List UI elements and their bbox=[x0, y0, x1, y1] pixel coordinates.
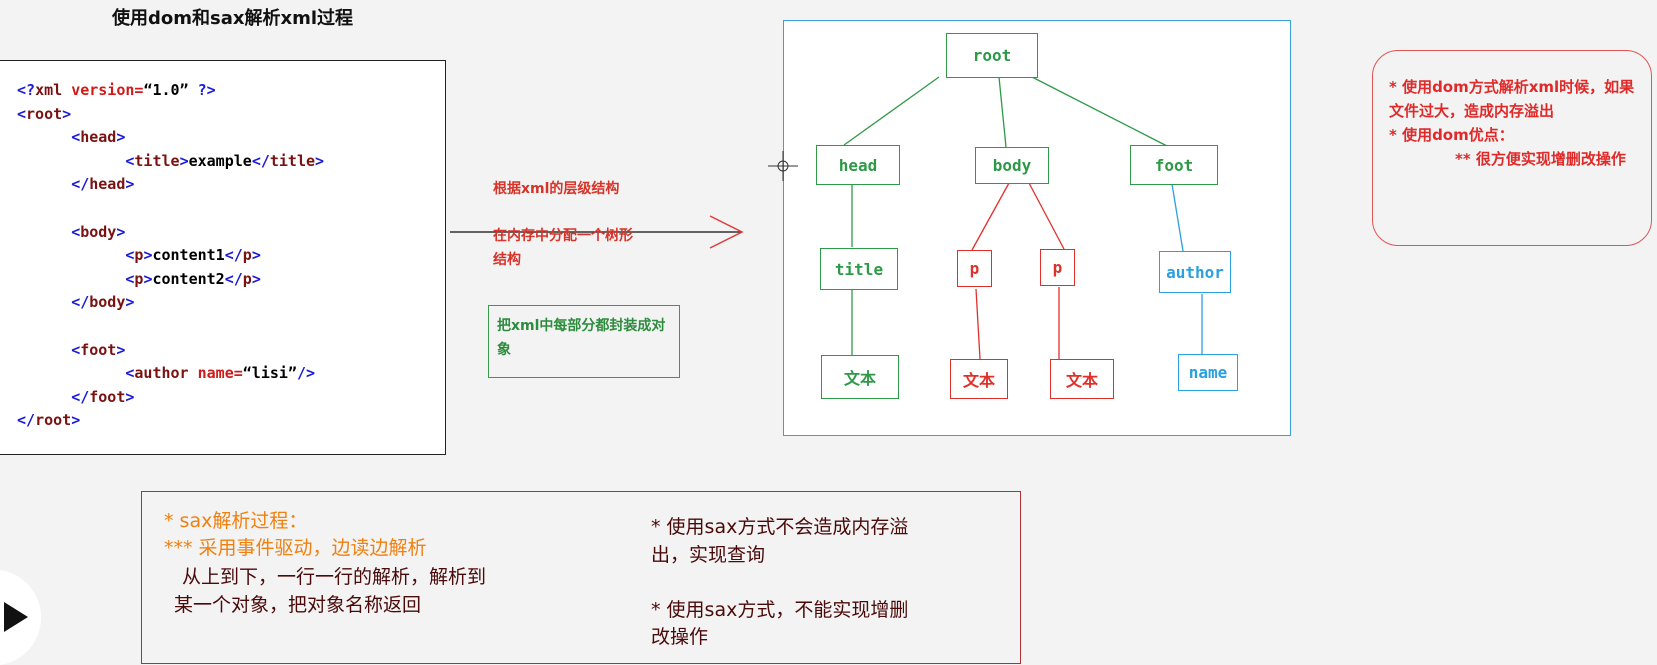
crosshair-cursor-icon bbox=[768, 151, 798, 181]
page-title: 使用dom和sax解析xml过程 bbox=[112, 8, 354, 29]
tree-node-text2: 文本 bbox=[950, 359, 1008, 399]
edge-p1-text bbox=[975, 288, 981, 360]
tree-node-body: body bbox=[975, 147, 1049, 184]
xml-code-line: <body> bbox=[71, 222, 126, 241]
xml-code-line: <root> bbox=[17, 104, 72, 123]
sax-desc-line1: 从上到下，一行一行的解析，解析到 bbox=[182, 566, 487, 588]
tree-node-p2: p bbox=[1040, 249, 1075, 286]
xml-code-line: </root> bbox=[17, 411, 81, 430]
sax-limitation-line1: * 使用sax方式，不能实现增删 bbox=[651, 599, 909, 621]
encapsulate-objects-text: 把xml中每部分都封装成对象 bbox=[497, 318, 666, 358]
hierarchy-note: 根据xml的层级结构 bbox=[493, 181, 620, 197]
xml-code-line: <head> bbox=[71, 128, 126, 147]
xml-code-line: <title>example</title> bbox=[125, 151, 325, 170]
encapsulate-objects-box: 把xml中每部分都封装成对象 bbox=[488, 305, 680, 378]
xml-code-line: </head> bbox=[71, 175, 135, 194]
sax-notes-box: * sax解析过程： *** 采用事件驱动，边读边解析 从上到下，一行一行的解析… bbox=[141, 491, 1021, 664]
edge-root-head bbox=[843, 76, 940, 146]
xml-code-box: <?xml version=“1.0” ?> <root> <head> <tit… bbox=[0, 60, 446, 455]
tree-edges bbox=[843, 76, 1203, 360]
tree-node-text3: 文本 bbox=[1050, 359, 1114, 399]
tree-node-name: name bbox=[1178, 354, 1238, 391]
sax-limitation-line2: 改操作 bbox=[651, 626, 709, 648]
memory-tree-note-line2: 结构 bbox=[493, 252, 521, 268]
xml-code-line: </foot> bbox=[71, 387, 135, 406]
dom-tree-panel: root head body foot title p p author 文本 … bbox=[783, 20, 1291, 436]
edge-root-body bbox=[998, 76, 1007, 148]
dom-note-crud: ** 很方便实现增删改操作 bbox=[1455, 150, 1626, 168]
xml-code-line: <author name=“lisi”/> bbox=[125, 364, 316, 383]
dom-notes-box: * 使用dom方式解析xml时候，如果文件过大，造成内存溢出 * 使用dom优点… bbox=[1372, 50, 1652, 246]
tree-node-head: head bbox=[816, 145, 900, 185]
tree-node-text1: 文本 bbox=[821, 355, 899, 399]
edge-root-foot bbox=[1031, 76, 1170, 148]
edge-foot-author bbox=[1171, 183, 1184, 252]
tree-node-foot: foot bbox=[1130, 145, 1218, 185]
sax-advantage-line1: * 使用sax方式不会造成内存溢 bbox=[651, 516, 909, 538]
xml-code-line: <foot> bbox=[71, 340, 126, 359]
memory-tree-note-line1: 在内存中分配一个树形 bbox=[493, 228, 633, 244]
dom-note-memory: * 使用dom方式解析xml时候，如果文件过大，造成内存溢出 bbox=[1389, 78, 1635, 120]
edge-body-p2 bbox=[1028, 182, 1065, 250]
sax-event-driven: *** 采用事件驱动，边读边解析 bbox=[164, 537, 427, 559]
xml-code-line: </body> bbox=[71, 293, 135, 312]
play-button-icon[interactable] bbox=[0, 570, 60, 665]
dom-notes-text: * 使用dom方式解析xml时候，如果文件过大，造成内存溢出 * 使用dom优点… bbox=[1389, 75, 1641, 171]
dom-note-advantage: * 使用dom优点： bbox=[1389, 126, 1514, 144]
xml-code: <?xml version=“1.0” ?> <root> <head> <tit… bbox=[17, 79, 324, 433]
tree-node-root: root bbox=[946, 33, 1038, 78]
arrow-to-tree bbox=[450, 215, 744, 249]
xml-code-line bbox=[17, 315, 324, 339]
sax-process-title: * sax解析过程： bbox=[164, 510, 308, 532]
sax-desc-line2: 某一个对象，把对象名称返回 bbox=[174, 594, 422, 616]
tree-node-p1: p bbox=[957, 250, 992, 287]
tree-node-author: author bbox=[1159, 251, 1231, 293]
xml-code-line bbox=[17, 197, 324, 221]
xml-code-line: <p>content1</p> bbox=[125, 246, 261, 265]
edge-body-p1 bbox=[971, 182, 1010, 251]
tree-node-title: title bbox=[820, 248, 898, 290]
xml-code-line: <?xml version=“1.0” ?> bbox=[17, 81, 216, 99]
sax-advantage-line2: 出，实现查询 bbox=[651, 544, 766, 566]
xml-code-line: <p>content2</p> bbox=[125, 269, 261, 288]
